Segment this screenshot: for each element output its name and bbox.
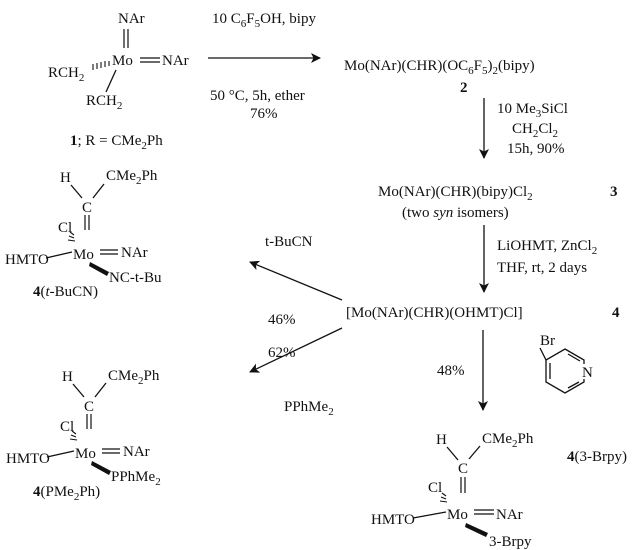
step-2: 10 Me3SiCl CH2Cl2 15h, 90% xyxy=(479,98,568,159)
compound-2-formula: Mo(NAr)(CHR)(OC6F5)2(bipy) xyxy=(344,58,535,77)
compound-3-label: 3 xyxy=(610,184,618,200)
step-2-conditions: 15h, 90% xyxy=(507,141,565,157)
compound-1-rch2-bottom: RCH2 xyxy=(86,93,122,112)
step-1-yield: 76% xyxy=(250,106,278,122)
product-brpy-cl: Cl xyxy=(428,480,442,496)
svg-text:1; R = CMe2Ph: 1; R = CMe2Ph xyxy=(70,133,163,152)
product-tbucn-label: 4 xyxy=(33,284,41,300)
product-brpy-hmto: HMTO xyxy=(371,512,415,528)
step-2-solvent: CH2Cl2 xyxy=(512,121,558,140)
compound-3: Mo(NAr)(CHR)(bipy)Cl2 3 (two syn isomers… xyxy=(378,184,618,221)
svg-text:(two syn isomers): (two syn isomers) xyxy=(402,205,509,221)
product-brpy-nar: NAr xyxy=(496,507,523,523)
arrow-tbucn-yield: 46% xyxy=(268,312,296,328)
bromopyridine-ring: Br N xyxy=(539,333,593,394)
product-tbucn-cl: Cl xyxy=(58,220,72,236)
compound-1-label: 1 xyxy=(70,133,78,149)
bromopyridine-n: N xyxy=(582,365,593,381)
product-pme2ph-ligand: PPhMe2 xyxy=(111,469,161,488)
compound-1-nar-right: NAr xyxy=(162,53,189,69)
product-brpy-mo: Mo xyxy=(447,507,468,523)
product-brpy-ligand: 3-Brpy xyxy=(489,534,532,550)
compound-2: Mo(NAr)(CHR)(OC6F5)2(bipy) 2 xyxy=(344,58,535,96)
product-pme2ph-nar: NAr xyxy=(123,444,150,460)
compound-4-label: 4 xyxy=(612,305,620,321)
product-pme2ph-cl: Cl xyxy=(60,419,74,435)
product-brpy-structure: H C CMe2Ph 4(3-Brpy) Cl HMTO Mo NAr 3-Br… xyxy=(371,431,627,550)
compound-4: [Mo(NAr)(CHR)(OHMT)Cl] 4 xyxy=(346,305,620,321)
product-brpy-h: H xyxy=(436,432,447,448)
product-pme2ph-cme2ph: CMe2Ph xyxy=(108,368,160,387)
svg-text:4(3-Brpy): 4(3-Brpy) xyxy=(567,449,627,465)
arrow-tbucn-line xyxy=(249,260,343,301)
product-pme2ph-structure: H C CMe2Ph Cl HMTO Mo NAr PPhMe2 4(PMe2P… xyxy=(6,368,161,503)
step-2-reagent: 10 Me3SiCl xyxy=(497,101,568,120)
product-brpy-label: 4 xyxy=(567,449,575,465)
product-tbucn-h: H xyxy=(60,170,71,186)
product-pme2ph-hmto: HMTO xyxy=(6,451,50,467)
compound-4-formula: [Mo(NAr)(CHR)(OHMT)Cl] xyxy=(346,305,523,321)
product-pme2ph-c: C xyxy=(84,399,94,415)
arrow-brpy-yield: 48% xyxy=(437,363,465,379)
compound-1-nar-top: NAr xyxy=(118,11,145,27)
step-3: LiOHMT, ZnCl2 THF, rt, 2 days xyxy=(479,225,597,293)
step-1-reagent: 10 C6F5OH, bipy xyxy=(212,11,316,30)
product-tbucn-c: C xyxy=(82,200,92,216)
step-3-reagent: LiOHMT, ZnCl2 xyxy=(497,238,597,257)
arrow-pphme2-reagent: PPhMe2 xyxy=(284,399,334,418)
compound-1-rch2-left: RCH2 xyxy=(48,65,84,84)
step-1: 10 C6F5OH, bipy 50 °C, 5h, ether 76% xyxy=(208,11,321,122)
product-brpy-cme2ph: CMe2Ph xyxy=(482,431,534,450)
compound-3-note-open: (two xyxy=(402,205,433,221)
arrow-brpy: 48% Br N xyxy=(437,330,593,411)
bromopyridine-br: Br xyxy=(540,333,555,349)
arrow-pphme2-yield: 62% xyxy=(268,345,296,361)
compound-2-label: 2 xyxy=(460,80,468,96)
compound-3-note-syn: syn xyxy=(433,205,453,221)
compound-1-r-definition: ; R = CMe2Ph xyxy=(78,133,164,152)
product-tbucn-mo: Mo xyxy=(73,247,94,263)
step-3-conditions: THF, rt, 2 days xyxy=(497,260,587,276)
product-tbucn-structure: H C CMe2Ph Cl HMTO Mo NAr NC-t-Bu 4(t-Bu… xyxy=(5,168,162,300)
svg-text:4(t-BuCN): 4(t-BuCN) xyxy=(33,284,98,300)
product-pme2ph-mo: Mo xyxy=(75,446,96,462)
arrow-tbucn: t-BuCN 46% xyxy=(249,234,343,328)
product-tbucn-ligand: NC-t-Bu xyxy=(109,270,162,286)
product-pme2ph-label: 4 xyxy=(33,484,41,500)
svg-text:4(PMe2Ph): 4(PMe2Ph) xyxy=(33,484,100,503)
product-pme2ph-h: H xyxy=(62,369,73,385)
arrow-pphme2: 62% PPhMe2 xyxy=(249,327,343,418)
product-brpy-c: C xyxy=(458,461,468,477)
compound-3-formula: Mo(NAr)(CHR)(bipy)Cl2 xyxy=(378,184,533,203)
compound-1-mo: Mo xyxy=(112,53,133,69)
arrow-tbucn-reagent: t-BuCN xyxy=(265,234,313,250)
product-tbucn-nar: NAr xyxy=(121,245,148,261)
compound-1-structure: NAr Mo NAr RCH2 RCH2 1; R = CMe2Ph xyxy=(48,11,189,152)
step-1-conditions: 50 °C, 5h, ether xyxy=(210,88,305,104)
compound-3-note-close: isomers) xyxy=(453,205,508,221)
product-tbucn-hmto: HMTO xyxy=(5,252,49,268)
arrow-pphme2-line xyxy=(249,327,343,373)
product-tbucn-cme2ph: CMe2Ph xyxy=(106,168,158,187)
